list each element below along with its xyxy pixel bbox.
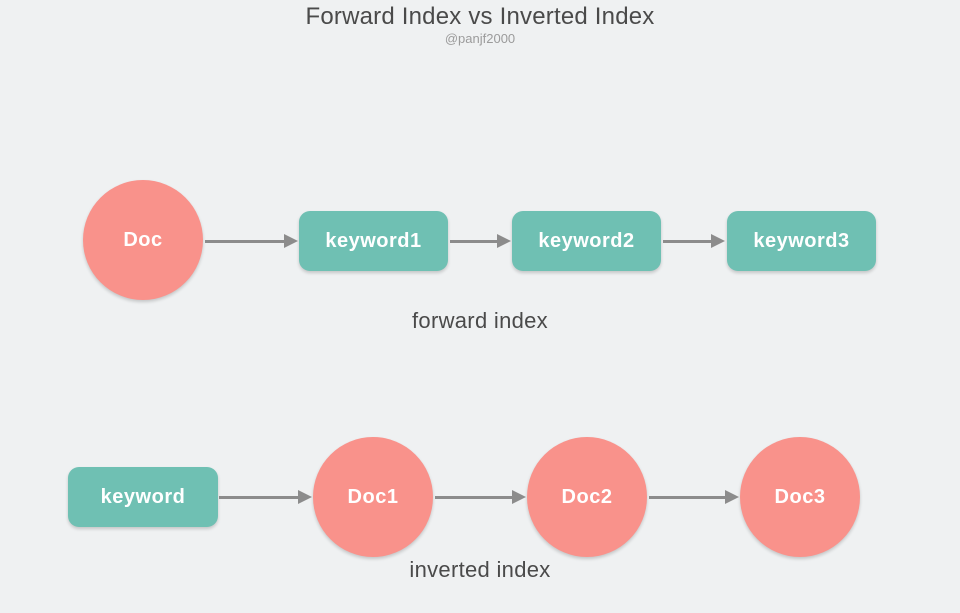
arrowhead-icon bbox=[725, 490, 739, 504]
node-doc3: Doc3 bbox=[740, 437, 860, 557]
node-keyword1: keyword1 bbox=[299, 211, 448, 271]
node-doc: Doc bbox=[83, 180, 203, 300]
arrowhead-icon bbox=[284, 234, 298, 248]
node-keyword-label: keyword bbox=[100, 485, 186, 508]
arrow-keyword1-to-keyword2 bbox=[450, 233, 511, 249]
node-doc1-label: Doc1 bbox=[347, 485, 399, 508]
inverted-index-caption: inverted index bbox=[409, 557, 551, 582]
diagram-subtitle: @panjf2000 bbox=[444, 31, 516, 46]
arrow-shaft bbox=[219, 495, 298, 499]
arrow-doc1-to-doc2 bbox=[435, 489, 526, 505]
arrow-keyword-to-doc1 bbox=[219, 489, 312, 505]
arrow-shaft bbox=[450, 239, 497, 243]
node-doc3-label: Doc3 bbox=[774, 485, 826, 508]
arrow-shaft bbox=[663, 239, 711, 243]
arrow-shaft bbox=[649, 495, 725, 499]
node-keyword: keyword bbox=[68, 467, 218, 527]
arrowhead-icon bbox=[298, 490, 312, 504]
arrowhead-icon bbox=[711, 234, 725, 248]
arrow-shaft bbox=[435, 495, 512, 499]
node-keyword3: keyword3 bbox=[727, 211, 876, 271]
forward-index-caption: forward index bbox=[412, 308, 548, 333]
node-doc-label: Doc bbox=[123, 228, 163, 251]
arrow-keyword2-to-keyword3 bbox=[663, 233, 725, 249]
diagram-title: Forward Index vs Inverted Index bbox=[305, 3, 655, 30]
node-keyword3-label: keyword3 bbox=[753, 229, 850, 252]
node-keyword2-label: keyword2 bbox=[538, 229, 635, 252]
node-doc2-label: Doc2 bbox=[561, 485, 613, 508]
arrowhead-icon bbox=[497, 234, 511, 248]
node-keyword1-label: keyword1 bbox=[325, 229, 422, 252]
arrow-shaft bbox=[205, 239, 284, 243]
arrow-doc2-to-doc3 bbox=[649, 489, 739, 505]
node-doc1: Doc1 bbox=[313, 437, 433, 557]
arrowhead-icon bbox=[512, 490, 526, 504]
node-doc2: Doc2 bbox=[527, 437, 647, 557]
node-keyword2: keyword2 bbox=[512, 211, 661, 271]
arrow-doc-to-keyword1 bbox=[205, 233, 298, 249]
